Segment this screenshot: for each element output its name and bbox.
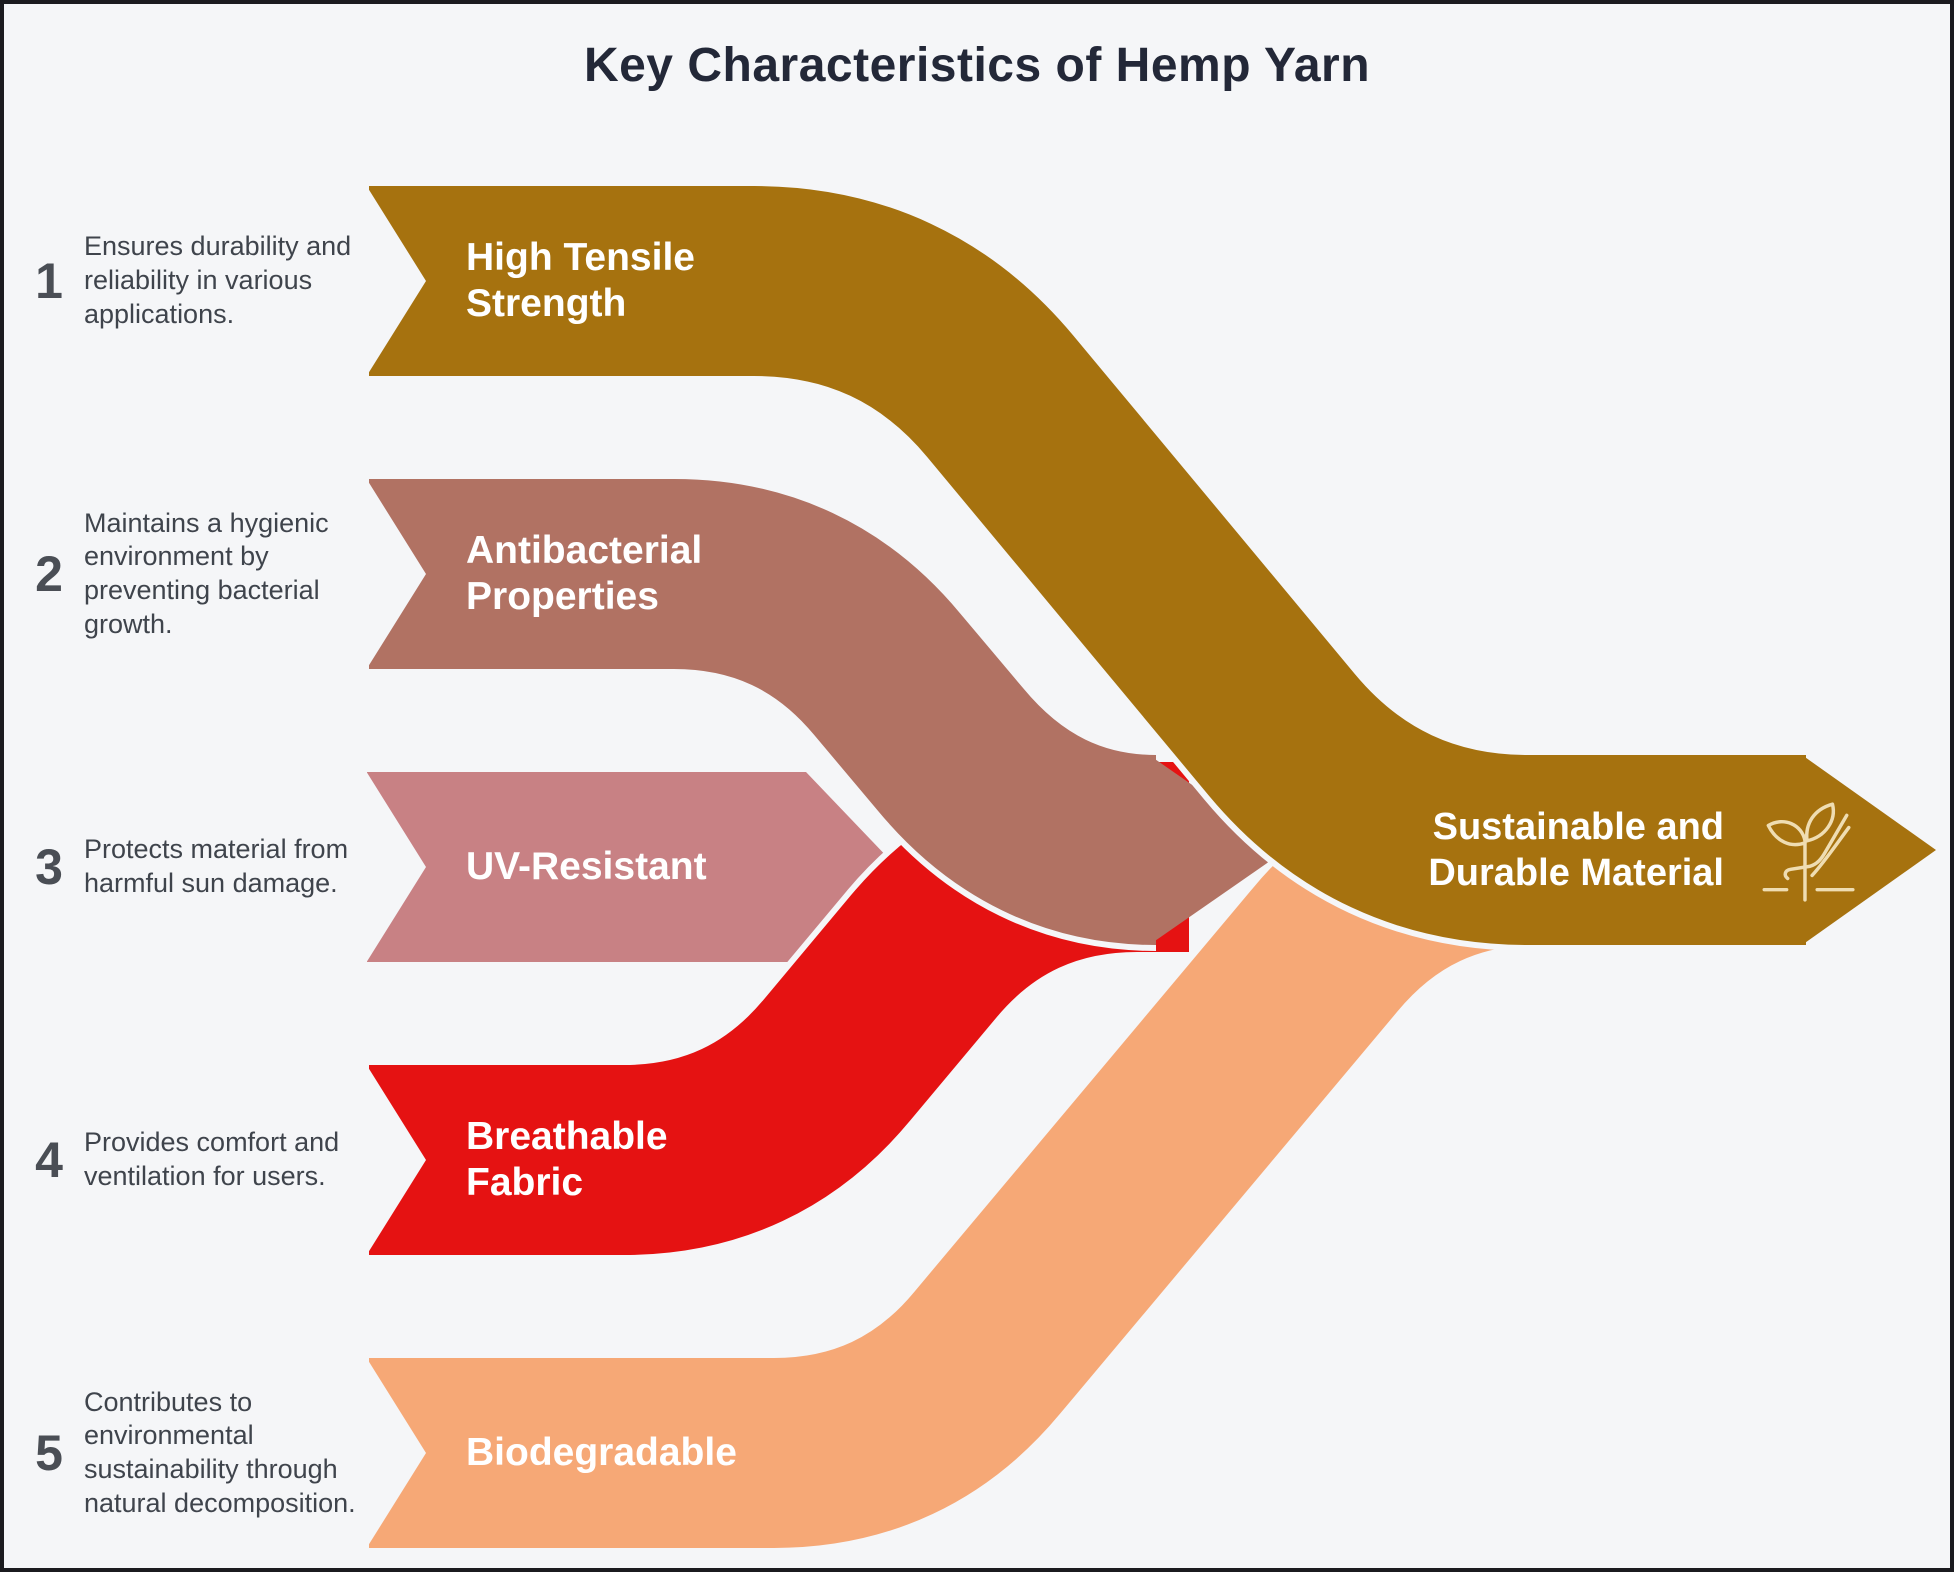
ribbon-uv-resistant — [367, 772, 892, 962]
band-label-high-tensile: High Tensile Strength — [466, 235, 695, 325]
item-description-3: Protects material from harmful sun damag… — [84, 834, 349, 898]
item-description-5: Contributes to environmental sustainabil… — [84, 1386, 356, 1518]
item-description-1: Ensures durability and reliability in va… — [84, 231, 352, 329]
notch-icon — [366, 1357, 426, 1549]
notch-icon — [366, 478, 426, 670]
band-label-biodegradable: Biodegradable — [466, 1430, 737, 1474]
plant-right-leaf — [1805, 802, 1836, 843]
item-number-1: 1 — [35, 253, 63, 309]
ribbon-antibacterial — [369, 479, 1159, 945]
item-number-3: 3 — [35, 839, 63, 895]
item-number-2: 2 — [35, 546, 63, 602]
item-description-2: Maintains a hygienic environment by prev… — [84, 507, 329, 639]
notch-icon — [366, 1064, 426, 1256]
notch-icon — [366, 771, 426, 963]
flow-diagram — [366, 180, 1936, 1554]
page-title: Key Characteristics of Hemp Yarn — [583, 39, 1371, 92]
band-label-antibacterial: Antibacterial Properties — [466, 528, 703, 618]
item-number-5: 5 — [35, 1425, 63, 1481]
band-label-uv-resistant: UV-Resistant — [466, 844, 707, 888]
item-description-4: Provides comfort and ventilation for use… — [84, 1127, 340, 1191]
plant-blade-outer — [1783, 813, 1849, 881]
plant-blade-inner — [1810, 825, 1851, 878]
plant-sprout-icon — [1762, 802, 1855, 902]
result-arrow-tip — [1802, 755, 1936, 945]
ribbon-high-tensile — [369, 186, 1806, 945]
band-label-breathable: Breathable Fabric — [466, 1114, 668, 1204]
plant-left-leaf — [1766, 820, 1807, 847]
notch-icon — [366, 185, 426, 377]
item-number-4: 4 — [35, 1132, 63, 1188]
result-label-text: Sustainable and Durable Material — [1428, 805, 1724, 894]
result-label: Sustainable and Durable Material — [1424, 760, 1724, 940]
ribbon-antibacterial-tip — [1152, 757, 1286, 943]
